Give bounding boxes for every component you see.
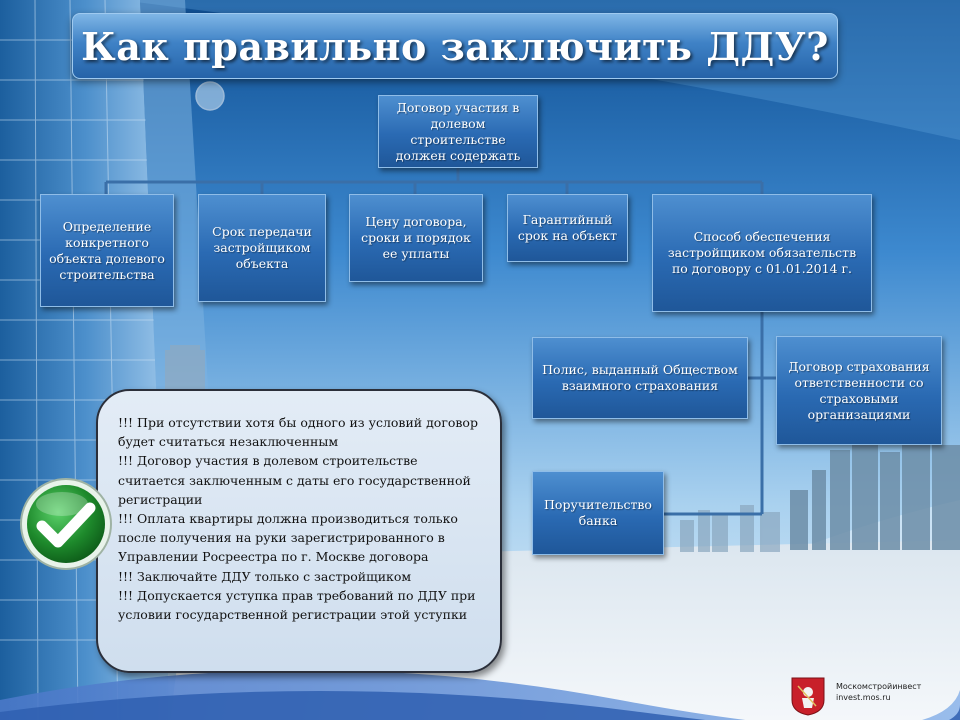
security-insurance-box: Договор страхования ответственности со с… <box>776 336 942 445</box>
requirement-price-box: Цену договора, сроки и порядок ее уплаты <box>349 194 483 282</box>
security-polis-box: Полис, выданный Обществом взаимного стра… <box>532 337 748 419</box>
moscow-coat-of-arms-icon <box>791 677 825 716</box>
notes-panel: !!! При отсутствии хотя бы одного из усл… <box>96 389 502 673</box>
requirement-security-box: Способ обеспечения застройщиком обязател… <box>652 194 872 312</box>
security-bank-box: Поручительство банка <box>532 471 664 555</box>
requirement-warranty-box: Гарантийный срок на объект <box>507 194 628 262</box>
requirement-object-box: Определение конкретного объекта долевого… <box>40 194 174 307</box>
footer-brand-name: Москомстройинвест <box>836 682 922 691</box>
note-item: !!! Договор участия в долевом строительс… <box>118 453 471 507</box>
title-bar: Как правильно заключить ДДУ? <box>72 13 838 79</box>
note-item: !!! Оплата квартиры должна производиться… <box>118 511 458 565</box>
page-title: Как правильно заключить ДДУ? <box>81 23 829 69</box>
footer-brand-url: invest.mos.ru <box>836 693 891 702</box>
check-mark-icon <box>20 478 112 570</box>
note-item: !!! Заключайте ДДУ только с застройщиком <box>118 568 412 584</box>
requirement-term-box: Срок передачи застройщиком объекта <box>198 194 326 302</box>
footer-brand: Москомстройинвест invest.mos.ru <box>836 681 921 703</box>
note-item: !!! Допускается уступка прав требований … <box>118 587 476 623</box>
note-item: !!! При отсутствии хотя бы одного из усл… <box>118 415 478 450</box>
root-box: Договор участия в долевом строительстве … <box>378 95 538 168</box>
